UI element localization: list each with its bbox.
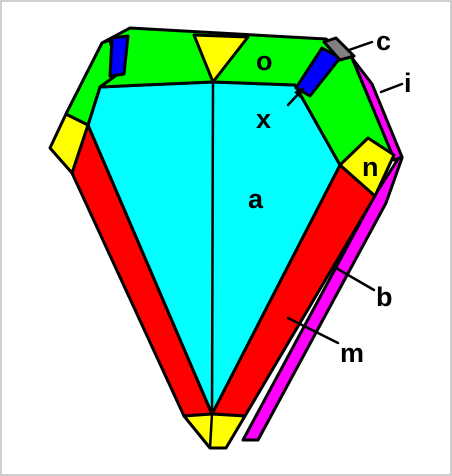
leader-x-arrowhead (294, 89, 303, 98)
central-edge (210, 80, 215, 416)
label-x: x (256, 104, 271, 134)
face-apex-bottom (182, 412, 247, 450)
face-o-left-bevel (64, 38, 120, 127)
face-n-right (338, 136, 396, 198)
face-x-left (108, 34, 130, 78)
leader-i (379, 82, 404, 94)
label-a: a (248, 184, 264, 214)
label-o: o (256, 46, 273, 76)
label-b: b (376, 282, 393, 312)
label-m: m (340, 338, 364, 368)
leader-m (286, 316, 340, 345)
leader-b (334, 266, 376, 292)
label-n: n (362, 152, 379, 182)
face-n-top (192, 33, 250, 84)
face-c (322, 36, 356, 62)
label-c: c (376, 26, 391, 56)
apex-edge (208, 412, 214, 450)
leader-c (347, 40, 374, 52)
label-i: i (404, 68, 412, 98)
